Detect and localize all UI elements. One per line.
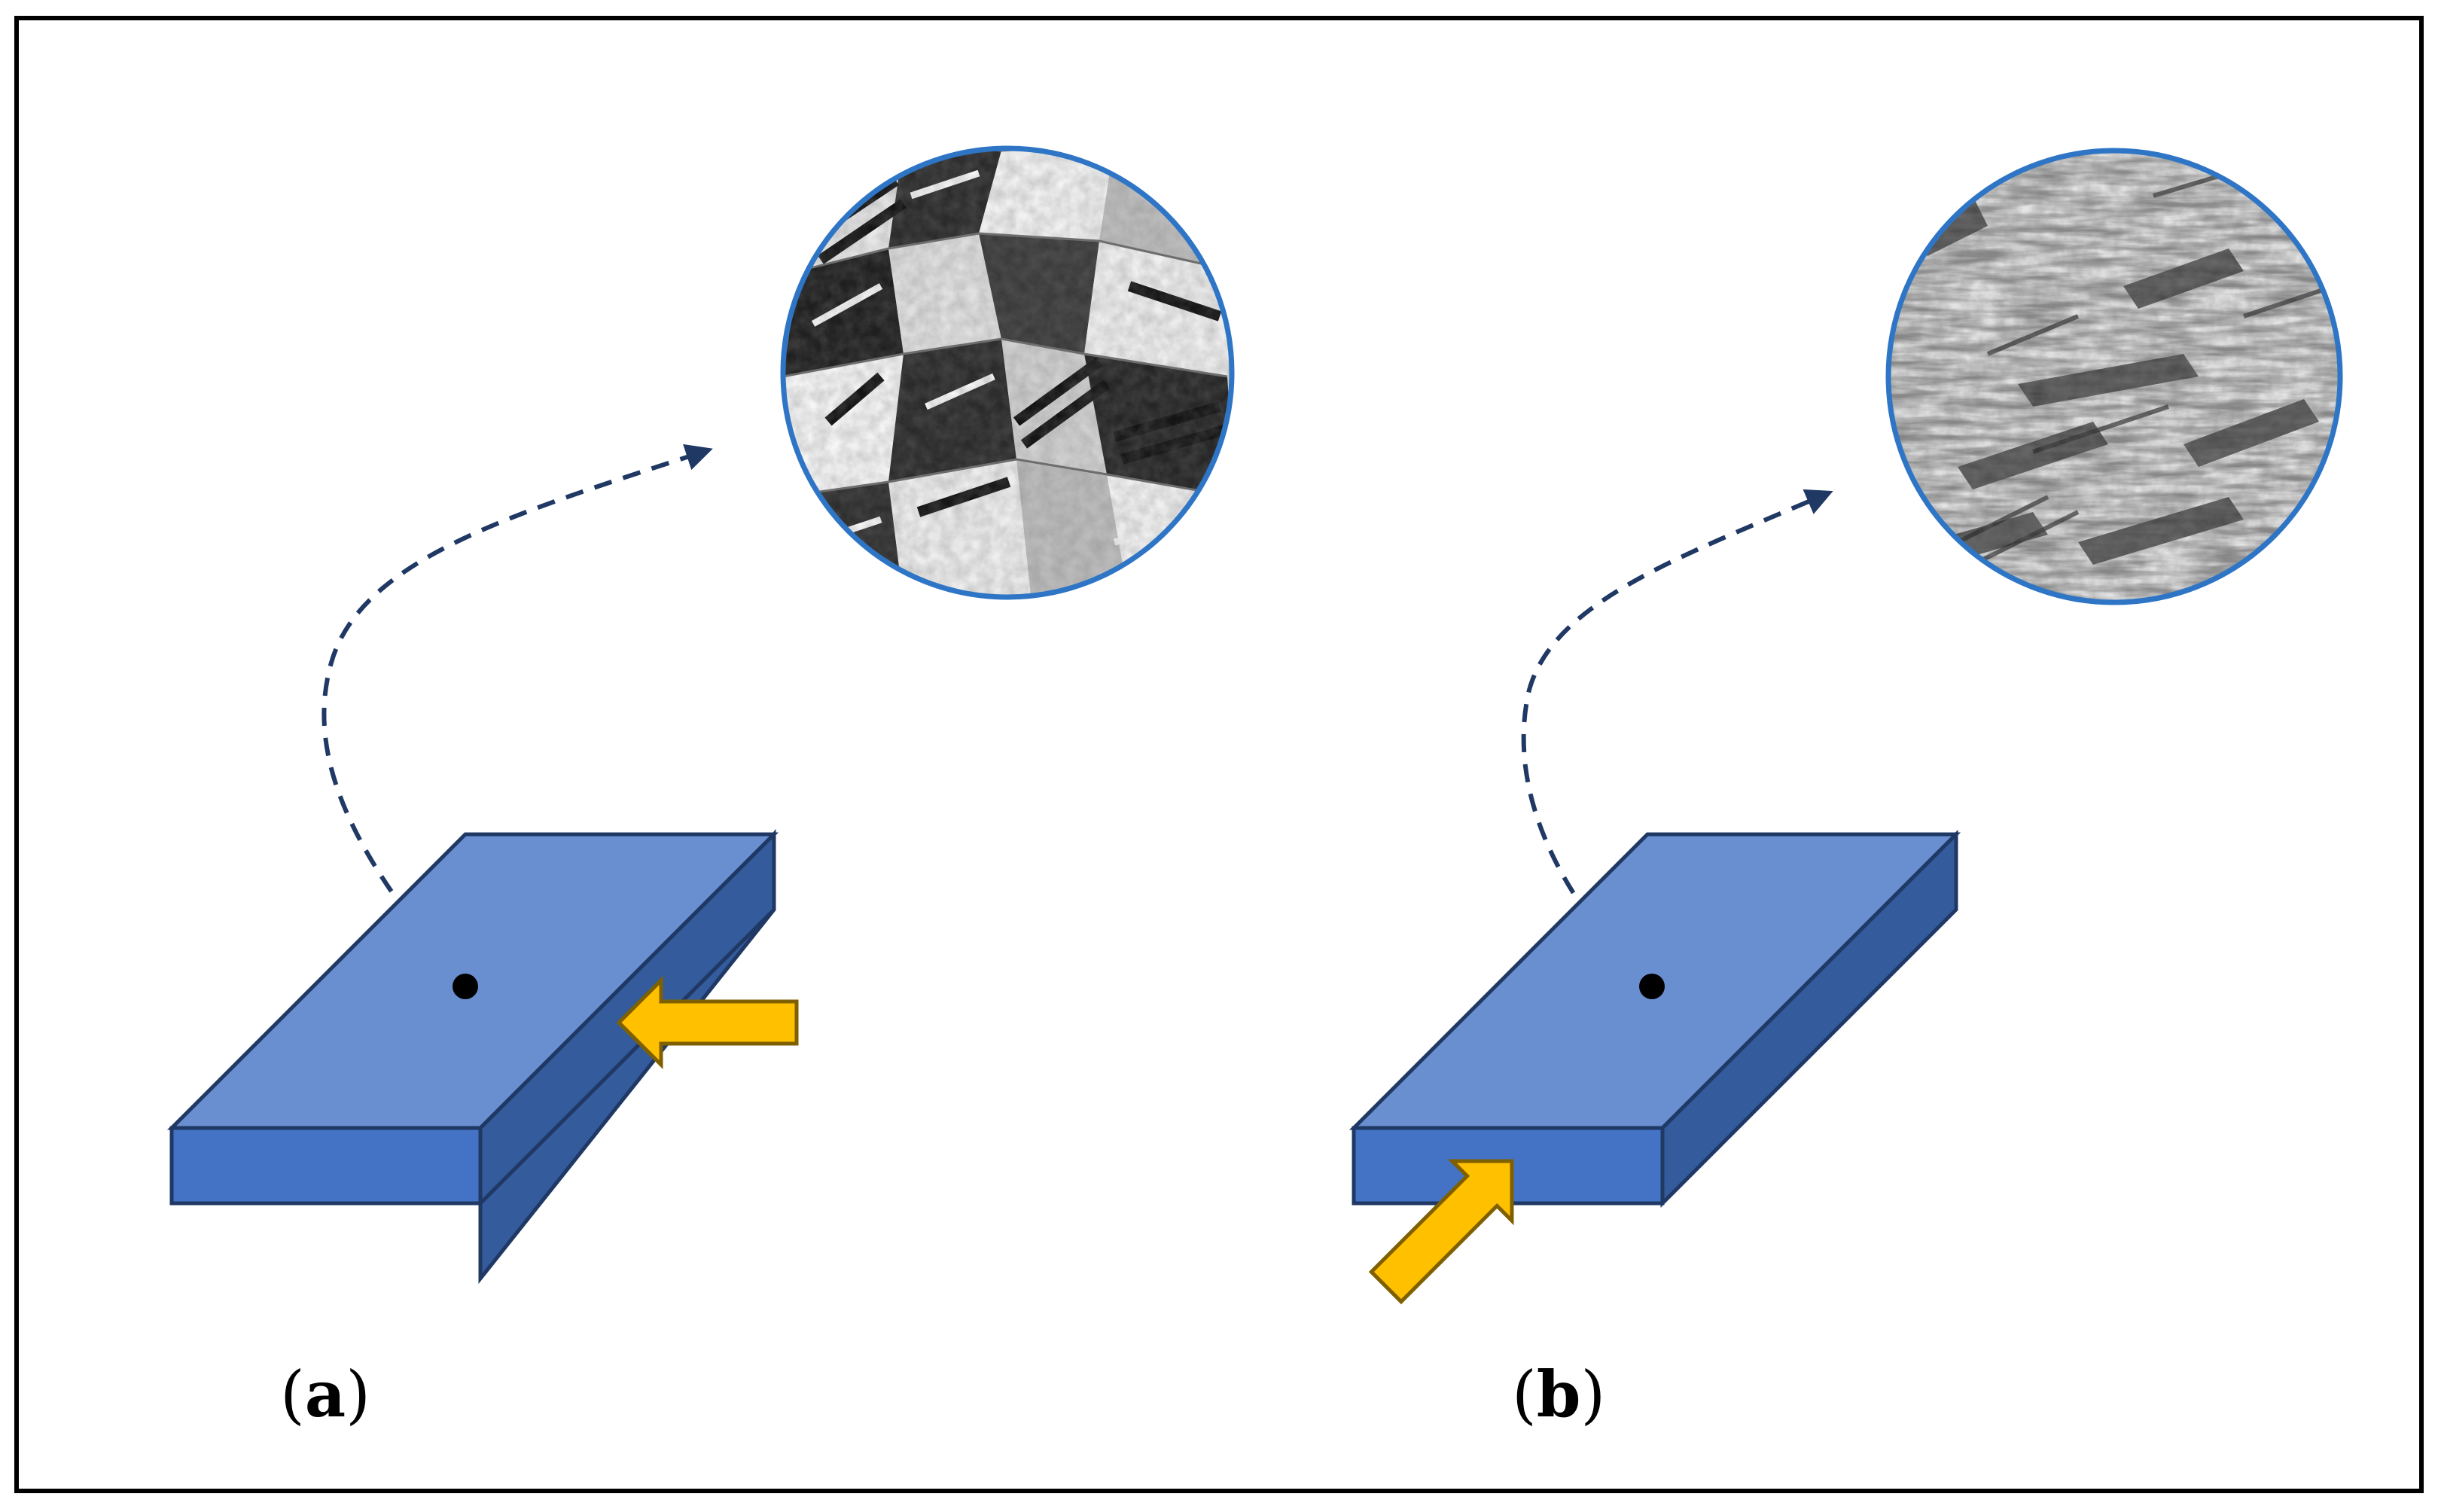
dashed-path-b	[1521, 489, 1833, 989]
inspection-point-b	[1639, 974, 1665, 999]
plate-a	[166, 828, 779, 1285]
dashed-path-a	[322, 444, 713, 988]
inspection-point-a	[453, 974, 478, 999]
figure-frame	[14, 16, 2424, 1493]
micrograph-b	[1888, 151, 2340, 602]
panel-label-b: (b)	[1512, 1357, 1606, 1431]
force-arrow-b	[1368, 1159, 1514, 1305]
micrograph-b-frame	[1885, 148, 2343, 605]
force-arrow-a	[616, 975, 799, 1070]
plate-b	[1349, 829, 1961, 1209]
micrograph-a-frame	[780, 145, 1235, 600]
panel-label-a: (a)	[280, 1357, 370, 1431]
micrograph-a	[783, 148, 1232, 597]
panel-a	[166, 145, 1235, 1285]
panel-b	[1349, 148, 2343, 1305]
